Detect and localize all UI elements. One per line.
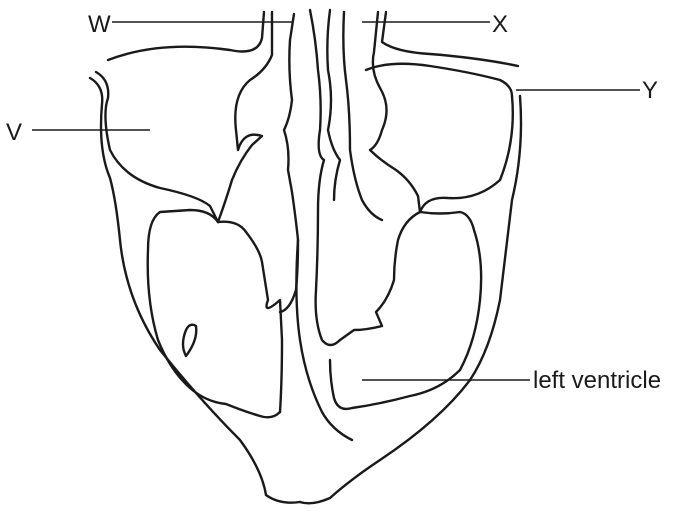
leader-lines [32, 22, 640, 380]
left-atrium-walls [300, 12, 521, 503]
label-y: Y [642, 77, 658, 104]
right-ventricle-walls [148, 210, 282, 417]
right-atrium-walls [90, 12, 300, 503]
label-x: X [492, 11, 508, 38]
label-w: W [88, 11, 111, 38]
label-v: V [6, 119, 22, 146]
label-left-ventricle: left ventricle [533, 367, 661, 394]
